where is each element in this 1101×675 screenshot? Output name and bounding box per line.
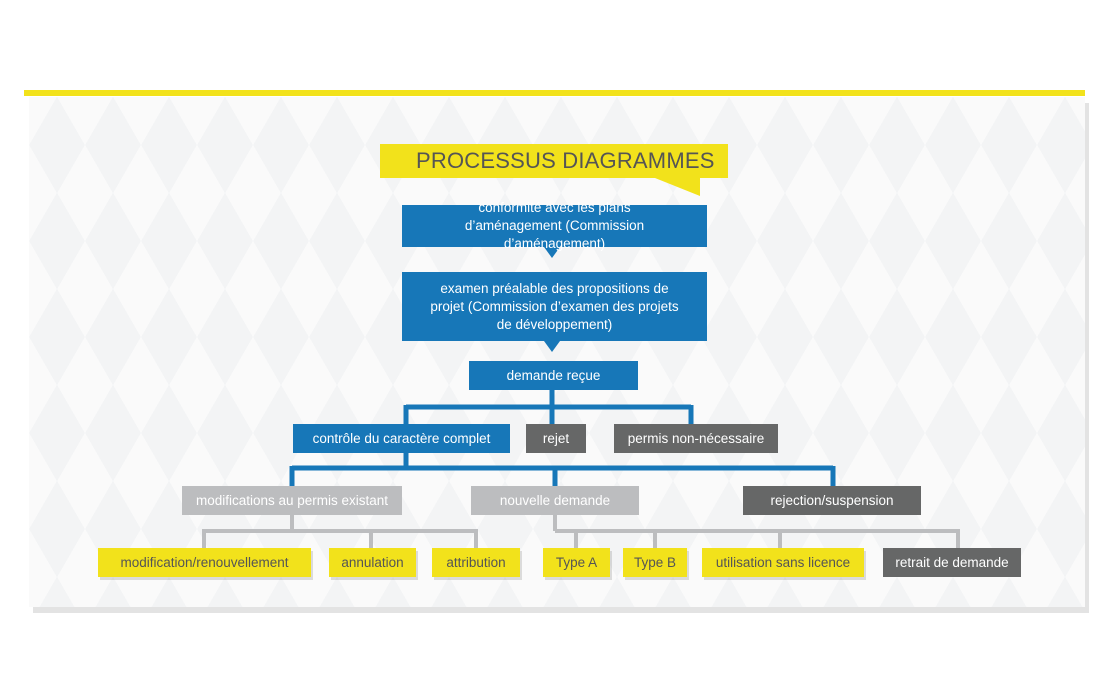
node-examen: examen préalable des propositions de pro… <box>402 272 707 341</box>
node-rejection-suspension: rejection/suspension <box>743 486 921 515</box>
node-type-a: Type A <box>543 548 610 577</box>
diagram-title: PROCESSUS DIAGRAMMES <box>380 144 728 178</box>
node-modifications: modifications au permis existant <box>182 486 402 515</box>
node-rejet: rejet <box>526 424 586 453</box>
arrow-conformite <box>544 247 560 258</box>
connector-demande-tree <box>403 390 694 424</box>
node-nouvelle-demande: nouvelle demande <box>471 486 639 515</box>
connector-controle-tree <box>289 453 836 486</box>
node-conformite: conformité avec les plans d’aménagement … <box>402 200 707 251</box>
node-controle: contrôle du caractère complet <box>293 424 510 453</box>
node-attribution: attribution <box>432 548 520 577</box>
node-demande-recue: demande reçue <box>469 361 638 390</box>
node-permis-non-necessaire: permis non-nécessaire <box>614 424 778 453</box>
node-annulation: annulation <box>329 548 416 577</box>
connector-nouvelle-tree <box>553 515 960 548</box>
node-modification-renouvellement: modification/renouvellement <box>98 548 311 577</box>
connector-modifications-tree <box>202 515 478 548</box>
arrow-examen <box>544 341 560 352</box>
node-utilisation-sans-licence: utilisation sans licence <box>702 548 864 577</box>
node-type-b: Type B <box>623 548 687 577</box>
title-bubble-tail <box>650 176 700 196</box>
node-retrait-de-demande: retrait de demande <box>883 548 1021 577</box>
top-accent-bar <box>24 90 1085 96</box>
